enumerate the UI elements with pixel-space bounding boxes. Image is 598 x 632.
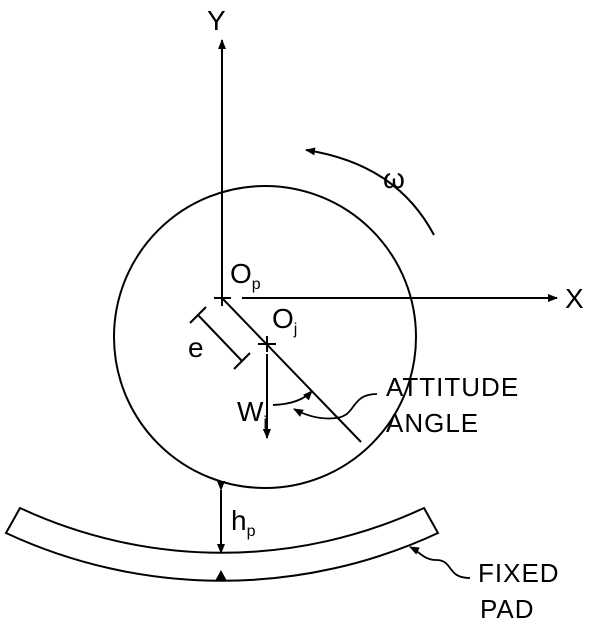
pad-leader bbox=[409, 546, 471, 579]
x-axis-label: X bbox=[565, 283, 584, 314]
fixed-pad-label-line1: FIXED bbox=[478, 558, 560, 588]
hp-label: hp bbox=[231, 505, 256, 540]
attitude-leader bbox=[293, 393, 378, 420]
pad-pivot bbox=[215, 570, 227, 581]
rotation-arrow bbox=[305, 147, 435, 236]
attitude-angle-label-line1: ATTITUDE bbox=[386, 372, 519, 402]
y-axis-label: Y bbox=[207, 5, 226, 36]
e-label: e bbox=[188, 332, 204, 363]
journal-circle bbox=[113, 185, 417, 489]
fixed-pad bbox=[4, 506, 440, 582]
oj-label: Oj bbox=[272, 303, 297, 338]
eccentricity-dimension bbox=[189, 306, 251, 370]
omega-label: ω bbox=[383, 163, 405, 194]
attitude-angle-label-line2: ANGLE bbox=[386, 408, 479, 438]
op-label: Op bbox=[230, 258, 261, 293]
attitude-angle-arc bbox=[272, 390, 313, 406]
fixed-pad-label-line2: PAD bbox=[480, 594, 535, 624]
wj-label: Wj bbox=[237, 396, 267, 431]
